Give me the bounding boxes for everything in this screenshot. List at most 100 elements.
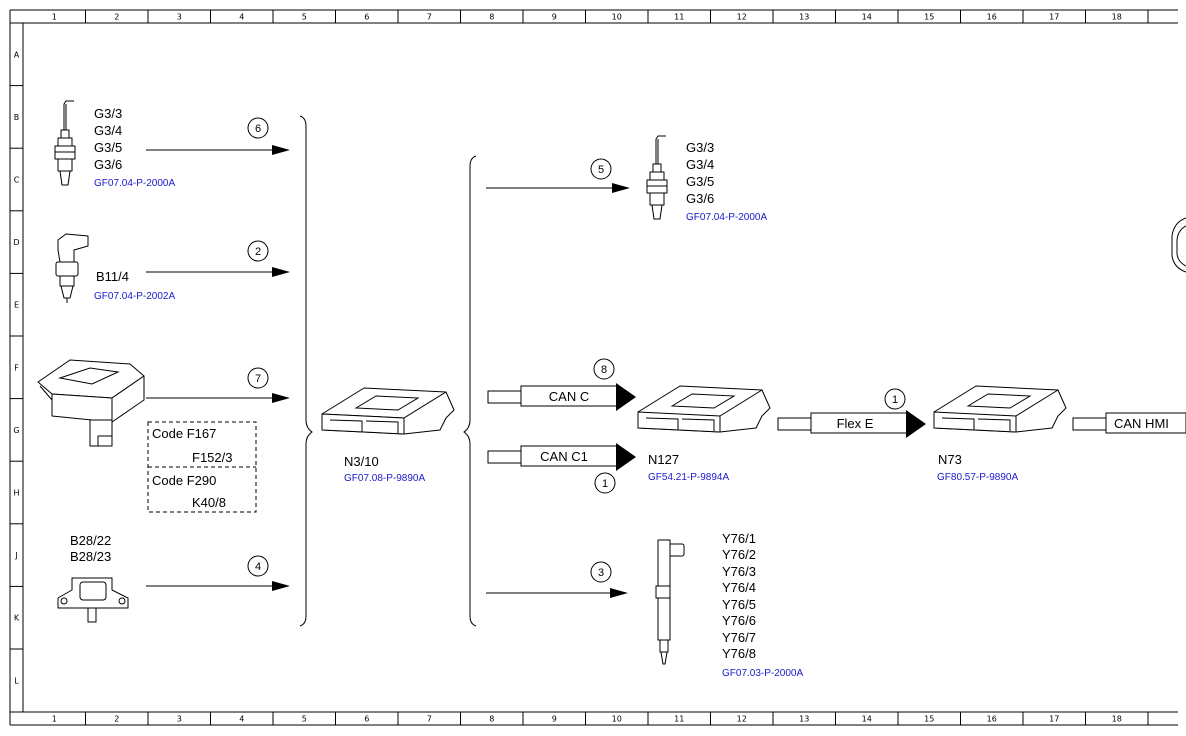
input-brace (299, 115, 313, 627)
column-number: 18 (1112, 715, 1122, 724)
ref-link-o2-out: GF07.04-P-2000A (686, 212, 767, 223)
signal-number: 4 (255, 561, 261, 573)
bus-stub-can-hmi (1072, 417, 1108, 431)
ecu-icon-n3-10 (321, 387, 455, 435)
column-number: 8 (489, 13, 494, 22)
pressure-sensor-icon (57, 577, 129, 623)
label-b28-22: B28/22 (70, 533, 111, 548)
column-number: 14 (862, 715, 872, 724)
row-letter: A (14, 50, 20, 59)
signal-number: 1 (892, 394, 898, 406)
signal-marker-8 (593, 358, 615, 380)
ecu-label-n127: N127 (648, 452, 679, 467)
part-k40-8: K40/8 (192, 495, 226, 510)
bus-arrowhead (616, 383, 636, 411)
column-number: 8 (489, 715, 494, 724)
signal-number: 8 (601, 364, 607, 376)
bus-stub-flex-e (777, 417, 813, 431)
code-f167: Code F167 (152, 426, 216, 441)
signal-marker-7 (247, 367, 269, 389)
ref-link-n3-10[interactable]: GF07.08-P-9890A (344, 473, 425, 484)
ref-link-n127[interactable]: GF54.21-P-9894A (648, 472, 729, 483)
label-g3-5: G3/5 (94, 140, 122, 155)
column-number: 9 (552, 13, 557, 22)
temperature-sensor-icon (55, 233, 89, 303)
bus-stub-can-c (487, 390, 523, 404)
column-number: 6 (364, 13, 369, 22)
column-number: 18 (1112, 13, 1122, 22)
column-number: 15 (924, 715, 934, 724)
column-number: 12 (737, 715, 747, 724)
column-number: 10 (612, 715, 622, 724)
signal-marker-6 (247, 117, 269, 139)
signal-marker-3 (590, 561, 612, 583)
bus-label-can-c1: CAN C1 (540, 449, 588, 464)
row-letter: J (14, 551, 17, 560)
arrowhead (272, 267, 290, 277)
label-y76-8: Y76/8 (722, 646, 756, 661)
column-number: 2 (114, 715, 119, 724)
label-y76-4: Y76/4 (722, 580, 756, 595)
column-number: 3 (177, 715, 182, 724)
code-f290: Code F290 (152, 473, 216, 488)
row-letter: C (14, 176, 20, 185)
output-brace (463, 155, 477, 627)
label-g3-3: G3/3 (94, 106, 122, 121)
cutoff-component-inner (1176, 225, 1186, 267)
arrowhead (272, 145, 290, 155)
label-y76-5: Y76/5 (722, 597, 756, 612)
column-number: 11 (674, 715, 684, 724)
column-number: 4 (239, 13, 244, 22)
column-number: 13 (799, 13, 809, 22)
signal-marker-1 (594, 472, 616, 494)
row-letter: F (14, 363, 19, 372)
fuel-injector-icon (655, 539, 685, 665)
arrowhead (610, 588, 628, 598)
ecu-label-n73: N73 (938, 452, 962, 467)
injector-labels: Y76/1 Y76/2 Y76/3 Y76/4 Y76/5 Y76/6 Y76/… (722, 531, 803, 679)
signal-number: 6 (255, 123, 261, 135)
arrowhead (272, 581, 290, 591)
ecu-icon-n127 (637, 385, 771, 433)
bus-box-can-hmi (1105, 412, 1186, 434)
label-g3-6: G3/6 (94, 157, 122, 172)
ref-link-injectors: GF07.03-P-2000A (722, 668, 803, 679)
part-f152-3: F152/3 (192, 450, 232, 465)
signal-marker-5 (590, 158, 612, 180)
signal-number: 3 (598, 567, 604, 579)
row-letter: L (14, 676, 19, 685)
column-number: 9 (552, 715, 557, 724)
label-g3-4: G3/4 (94, 123, 122, 138)
ref-link-o2-in: GF07.04-P-2000A (94, 178, 175, 189)
bus-arrowhead (616, 443, 636, 471)
column-number: 6 (364, 715, 369, 724)
signal-number: 1 (602, 478, 608, 490)
column-number: 16 (987, 715, 997, 724)
ecu-label-n3-10: N3/10 (344, 454, 379, 469)
row-letter: B (14, 113, 20, 122)
column-number: 5 (302, 13, 307, 22)
label-g3-4: G3/4 (686, 157, 714, 172)
code-box: Code F167 F152/3 Code F290 K40/8 (147, 421, 257, 513)
drawing-frame (9, 9, 1178, 726)
output-o2-labels: G3/3 G3/4 G3/5 G3/6 GF07.04-P-2000A (686, 140, 767, 223)
bus-label-flex-e: Flex E (837, 416, 874, 431)
ref-link-n73[interactable]: GF80.57-P-9890A (937, 472, 1018, 483)
bus-label-can-hmi: CAN HMI (1114, 416, 1169, 431)
column-number: 2 (114, 13, 119, 22)
row-letter: K (14, 614, 20, 623)
bus-arrowhead (906, 410, 926, 438)
fuse-relay-module-icon (37, 359, 145, 447)
column-number: 1 (52, 13, 57, 22)
row-letter: E (14, 301, 19, 310)
oxygen-sensor-icon (646, 135, 668, 220)
ref-link-b11-4[interactable]: GF07.04-P-2002A (94, 291, 175, 302)
column-number: 10 (612, 13, 622, 22)
arrowhead (612, 183, 630, 193)
label-g3-6: G3/6 (686, 191, 714, 206)
label-b28-23: B28/23 (70, 549, 111, 564)
